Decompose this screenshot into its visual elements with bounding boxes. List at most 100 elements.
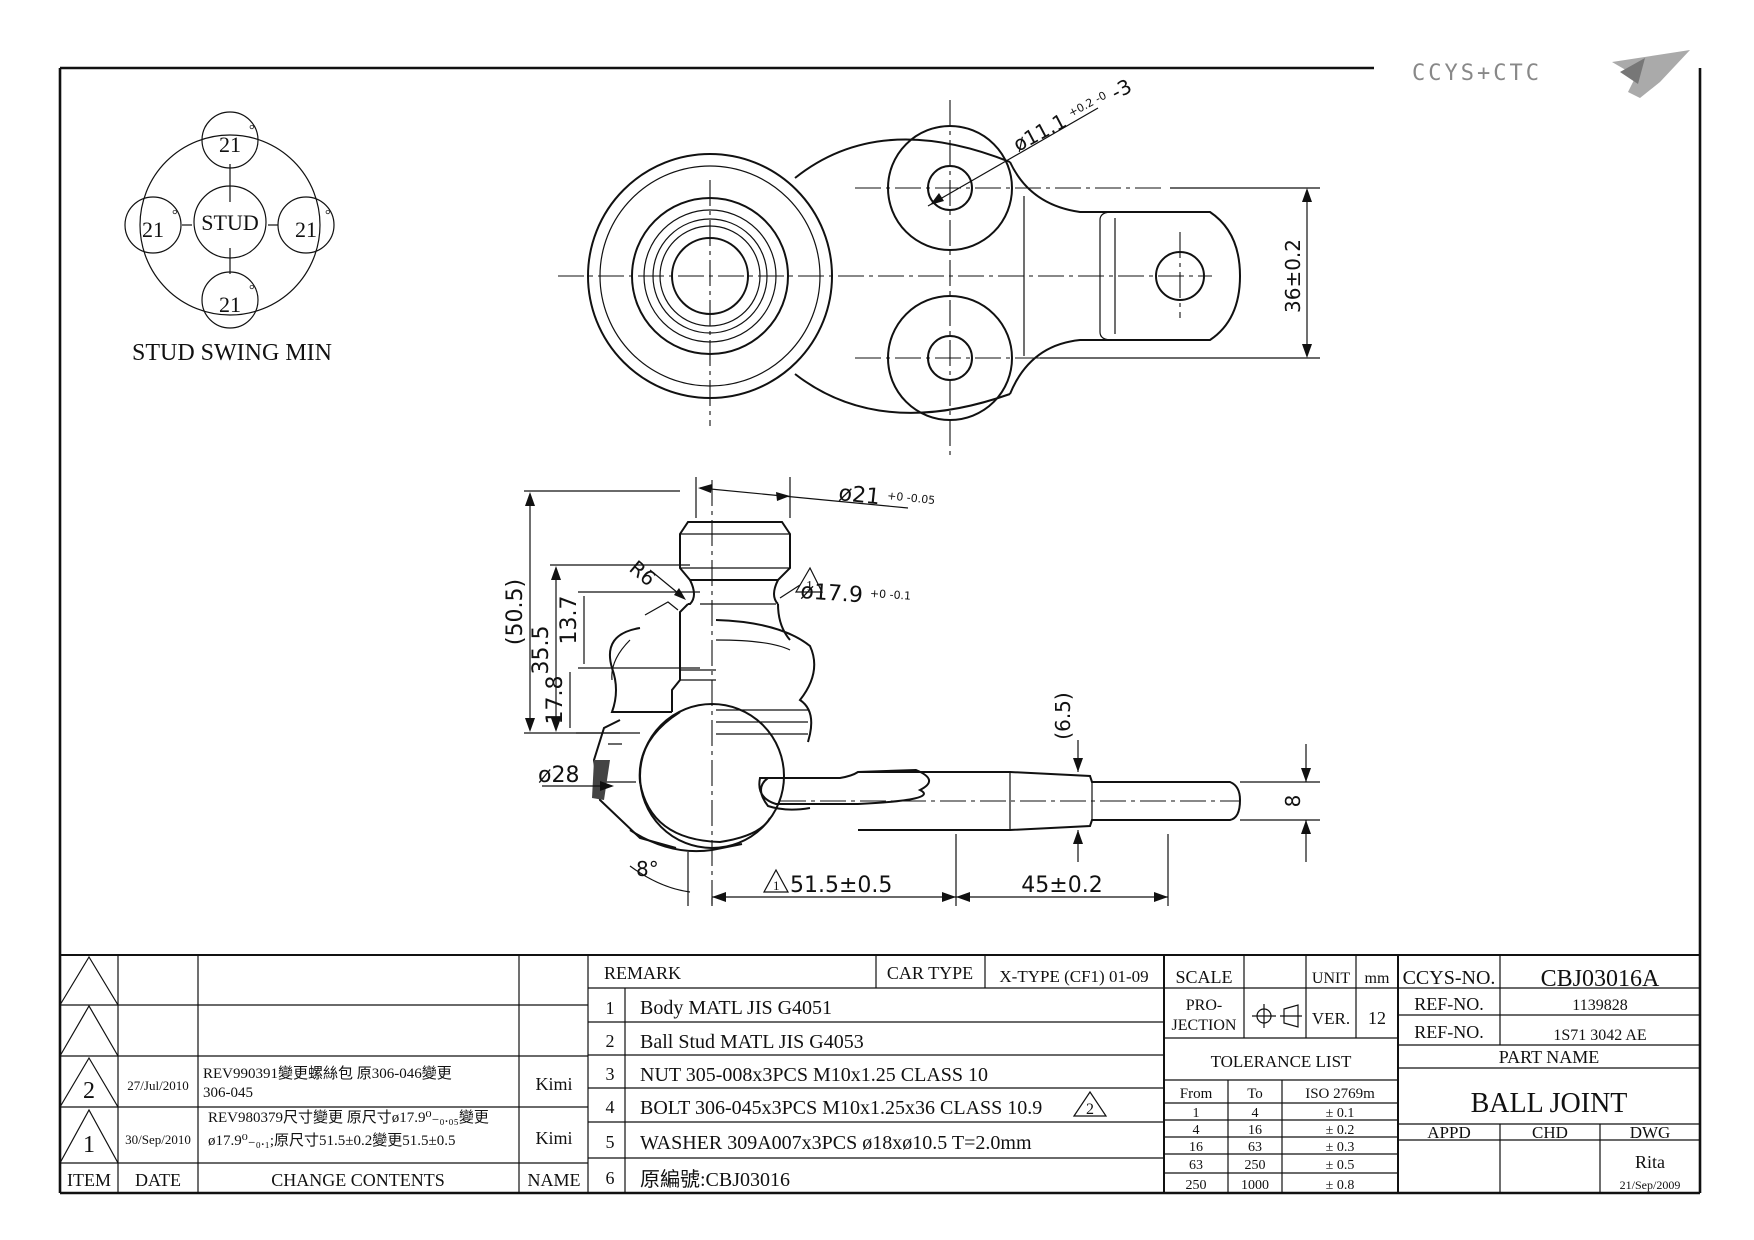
logo-text: CCYS+CTC [1412, 61, 1542, 86]
len1-dimension: 51.5±0.5 [790, 873, 892, 898]
tol-to-4: 250 [1245, 1158, 1266, 1173]
rev-name-2: Kimi [535, 1074, 572, 1094]
swing-top-value: 21 [219, 132, 241, 157]
swing-right-value: 21 [295, 217, 317, 242]
rev-date-1: 30/Sep/2010 [125, 1132, 191, 1147]
dwg-label: DWG [1630, 1123, 1671, 1142]
height-17-dimension: 17.8 [543, 676, 568, 725]
remark-no-4: 4 [606, 1097, 615, 1117]
neck-rev-number: 1 [806, 579, 813, 594]
header-date: DATE [135, 1170, 181, 1190]
ccys-no-value: CBJ03016A [1541, 966, 1660, 992]
ccys-no-label: CCYS-NO. [1403, 967, 1496, 989]
title-block-grid [59, 954, 1700, 1193]
hole-count-text: -3 [1107, 74, 1136, 105]
chd-label: CHD [1532, 1123, 1568, 1142]
swing-left-value: 21 [142, 217, 164, 242]
revision-triangle-icon [1072, 1090, 1108, 1117]
ref-no-1-value: 1139828 [1572, 997, 1627, 1014]
hole-dimension: ø11.1 +0.2 -0 -3 [1006, 69, 1135, 157]
remark-no-6: 6 [606, 1168, 615, 1188]
dwg-name: Rita [1635, 1152, 1665, 1172]
swing-bottom-unit: ° [249, 283, 255, 298]
dwg-date: 21/Sep/2009 [1620, 1178, 1681, 1192]
thickness-dimension: 8 [1281, 795, 1305, 808]
remark-no-3: 3 [606, 1064, 615, 1084]
top-dia-tol: +0 -0.05 [887, 489, 936, 507]
rev-date-2: 27/Jul/2010 [127, 1078, 188, 1093]
tol-from-5: 250 [1186, 1178, 1207, 1193]
first-angle-projection-icon [1252, 1004, 1302, 1028]
projection-label-1: PRO- [1186, 997, 1222, 1014]
tol-to-2: 16 [1248, 1123, 1262, 1138]
remark-no-5: 5 [606, 1132, 615, 1152]
part-name-label: PART NAME [1499, 1047, 1599, 1067]
rev-item-2: 2 [83, 1078, 95, 1104]
remarks-table: REMARK CAR TYPE X-TYPE (CF1) 01-09 1 Bod… [604, 963, 1149, 1191]
remark-rev-4: 2 [1086, 1101, 1094, 1118]
ref-no-1-label: REF-NO. [1414, 994, 1484, 1014]
tol-to-1: 4 [1252, 1106, 1259, 1121]
title-block: CCYS-NO. CBJ03016A REF-NO. 1139828 REF-N… [1403, 966, 1681, 1192]
swing-top-unit: ° [249, 123, 255, 138]
revision-table: 2 27/Jul/2010 REV990391變更螺絲包 原306-046變更 … [67, 1065, 581, 1190]
logo-mark-icon [1612, 50, 1690, 98]
ver-value: 12 [1368, 1008, 1386, 1028]
side-view [592, 480, 1242, 904]
rev-contents-1-line1: REV980379尺寸變更 原尺寸ø17.9⁰₋₀.₀₅變更 [208, 1109, 489, 1126]
pitch-dimension: 36±0.2 [1281, 239, 1305, 313]
tol-value-2: ± 0.2 [1326, 1123, 1355, 1138]
swing-bottom-value: 21 [219, 292, 241, 317]
revision-triangle-icon [794, 566, 823, 593]
neck-dia-dimension: ø17.9 +0 -0.1 [800, 579, 912, 612]
header-name: NAME [528, 1170, 581, 1190]
remark-text-6: 原編號:CBJ03016 [640, 1168, 790, 1191]
remark-text-2: Ball Stud MATL JIS G4053 [640, 1031, 864, 1053]
angle-dimension: 8° [636, 857, 659, 881]
side-view-dimensions: ø21 +0 -0.05 R6 ø17.9 +0 -0.1 1 (50.5) 3… [503, 477, 1320, 906]
rev-contents-1-line2: ø17.9⁰₋₀.₁;原尺寸51.5±0.2變更51.5±0.5 [208, 1132, 456, 1149]
scale-label: SCALE [1175, 967, 1232, 987]
remark-text-5: WASHER 309A007x3PCS ø18xø10.5 T=2.0mm [640, 1132, 1032, 1154]
part-name-value: BALL JOINT [1471, 1088, 1628, 1119]
ball-dia-dimension: ø28 [538, 763, 579, 788]
len2-dimension: 45±0.2 [1021, 873, 1102, 898]
info-table: SCALE UNIT mm PRO- JECTION VER. 12 TOLER… [1172, 967, 1390, 1193]
tol-from-1: 1 [1193, 1106, 1200, 1121]
height-35-dimension: 35.5 [529, 626, 554, 675]
hole-tol-text: +0.2 -0 [1066, 89, 1108, 120]
rev-name-1: Kimi [535, 1128, 572, 1148]
remark-text-3: NUT 305-008x3PCS M10x1.25 CLASS 10 [640, 1064, 988, 1086]
top-dia-dimension: ø21 +0 -0.05 [837, 481, 936, 516]
projection-label-2: JECTION [1172, 1017, 1237, 1034]
neck-dia-tol: +0 -0.1 [869, 587, 911, 603]
tol-to-3: 63 [1248, 1140, 1262, 1155]
rev-item-1: 1 [83, 1132, 95, 1158]
tol-value-4: ± 0.5 [1326, 1158, 1355, 1173]
tol-value-1: ± 0.1 [1326, 1106, 1355, 1121]
remark-no-2: 2 [606, 1031, 615, 1051]
len1-rev-number: 1 [773, 878, 780, 893]
tol-from-3: 16 [1189, 1140, 1203, 1155]
tol-header-iso: ISO 2769m [1305, 1086, 1375, 1102]
header-change-contents: CHANGE CONTENTS [271, 1170, 445, 1190]
tol-to-5: 1000 [1241, 1178, 1269, 1193]
car-type-value: X-TYPE (CF1) 01-09 [999, 967, 1148, 986]
height-13-dimension: 13.7 [557, 596, 582, 645]
tol-value-3: ± 0.3 [1326, 1140, 1355, 1155]
remark-header: REMARK [604, 963, 681, 983]
unit-value: mm [1365, 970, 1390, 987]
hole-dia-text: ø11.1 [1009, 109, 1070, 157]
appd-label: APPD [1427, 1123, 1470, 1142]
remark-no-1: 1 [606, 998, 615, 1018]
radius-dimension: R6 [625, 555, 661, 590]
tol-value-5: ± 0.8 [1326, 1178, 1355, 1193]
car-type-label: CAR TYPE [887, 963, 973, 983]
swing-left-unit: ° [172, 208, 178, 223]
unit-label: UNIT [1312, 970, 1350, 987]
tolerance-title: TOLERANCE LIST [1211, 1052, 1352, 1071]
ref-no-2-value: 1S71 3042 AE [1553, 1027, 1646, 1044]
thickness-ref-dimension: (6.5) [1051, 692, 1075, 739]
tol-from-4: 63 [1189, 1158, 1203, 1173]
